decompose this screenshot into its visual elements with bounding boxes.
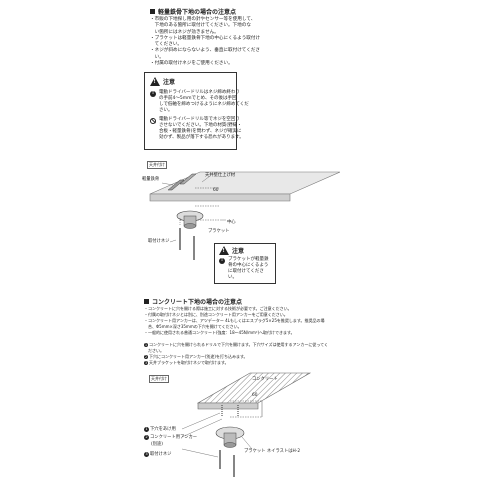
steel-channel-shape	[167, 179, 185, 191]
note-line: 合、Φ5mm×深さ35mmの下穴を開けてください。	[144, 324, 242, 329]
prohibited-icon	[150, 117, 156, 124]
note-line: ・市販の下地探し用の針やセンサー等を使用して、	[150, 17, 256, 22]
note-line: ・一般的に使用される普通コンクリート(強度：18～45N/mm²)へ取付けできま…	[144, 330, 295, 335]
note-line: ・付属の取付けネジとは別に、別途コンクリート用アンカーをご用意ください。	[144, 312, 288, 317]
dimension-label: 60	[213, 188, 219, 193]
diagram-caution-box: ! 注意 ! ブラケットが軽量鉄 骨の中心にくるよう に取付けてくださ い。	[214, 243, 276, 284]
label-bracket: ブラケット ネイラストはH-2	[244, 449, 301, 454]
label-bracket: ブラケット	[208, 229, 230, 234]
diagram-tag: 天井付け	[149, 375, 169, 383]
steel-install-diagram	[149, 171, 340, 260]
label-anchor-sub: (別途)	[151, 442, 163, 447]
steel-notes: ・市販の下地探し用の針やセンサー等を使用して、 下地のある箇所に取付けてください…	[150, 17, 260, 67]
label-screw: 取付けネジ	[148, 239, 170, 244]
label-concrete: コンクリート	[252, 377, 278, 382]
square-bullet-icon	[144, 299, 149, 304]
note-line: ・コンクリートに穴を開ける際は施工に対する技術が必要です。ご注意ください。	[144, 306, 292, 311]
warning-triangle-icon: !	[150, 77, 160, 86]
section-title-steel: 軽量鉄骨下地の場合の注意点	[150, 7, 236, 16]
warning-triangle-icon: !	[219, 246, 229, 255]
diagram-tag: 天井付け	[147, 161, 167, 169]
section-title-concrete: コンクリート下地の場合の注意点	[144, 297, 242, 306]
label-ceiling-finish: 天井壁仕上げ材	[205, 173, 236, 178]
caution-item: 電動ドライバードリル等でネジを空回り させないでください。下地の材質(野縁・ 合…	[150, 117, 244, 141]
note-line: い。	[150, 54, 164, 60]
note-line: ・コンクリート用アンカーは、アツデーター 4Lもしくはエスプラグ5×25を推奨し…	[144, 318, 325, 323]
concrete-notes: ・コンクリートに穴を開ける際は施工に対する技術が必要です。ご注意ください。 ・付…	[144, 306, 324, 336]
square-bullet-icon	[150, 9, 155, 14]
caution-box: ! 注意 ! 電動ドライバードリルはネジ締め終わり の手前4～5mmでとめ、その…	[144, 72, 249, 150]
ceiling-board-edge	[149, 193, 291, 202]
note-line: ・ブラケットは軽量鉄骨下地の中心にくるよう取付け	[150, 35, 261, 41]
caution-header: ! 注意	[150, 77, 231, 86]
exclamation-circle-icon: !	[219, 257, 225, 264]
note-line: 下地のある箇所に取付けてください。下地のな	[150, 23, 251, 29]
concrete-install-diagram	[181, 372, 312, 477]
caution-item: ! 電動ドライバードリルはネジ締め終わり の手前4～5mmでとめ、その後は手回 …	[150, 90, 249, 113]
note-line: ・付属の取付けネジをご使用ください。	[150, 61, 233, 67]
note-line: ・ネジが斜めにならないよう、垂直に取付けてくださ	[150, 48, 261, 54]
note-line: い箇所にはネジが効きません。	[150, 29, 219, 35]
dimension-label: 60	[252, 393, 258, 398]
label-center: 中心	[227, 220, 236, 225]
exclamation-circle-icon: !	[150, 90, 156, 97]
label-steel: 軽量鉄骨	[142, 177, 160, 182]
note-line: てください。	[150, 42, 183, 48]
